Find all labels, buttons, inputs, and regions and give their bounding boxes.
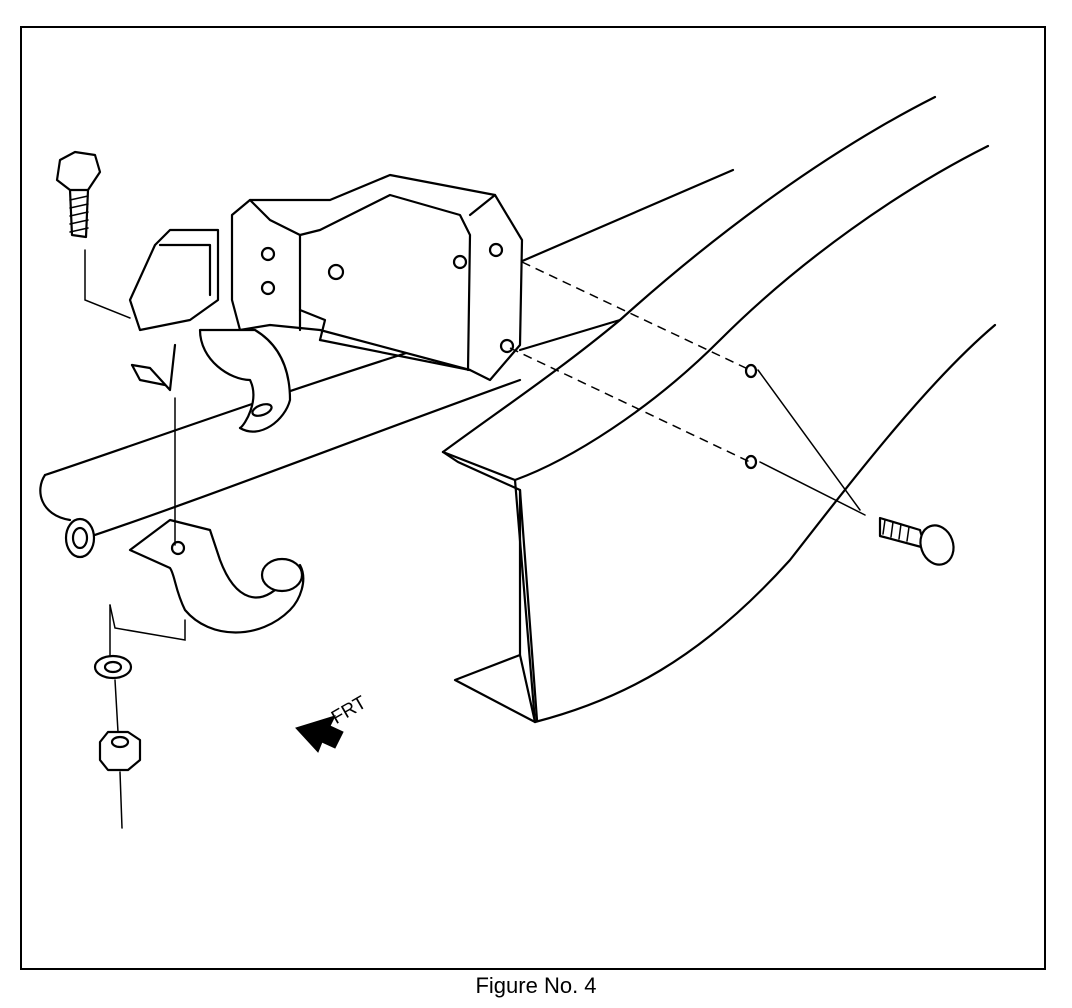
lower-clamp <box>128 518 305 634</box>
upper-bolt <box>55 150 131 319</box>
side-bolt <box>878 516 955 566</box>
lower-centerline <box>109 397 186 829</box>
figure-caption: Figure No. 4 <box>475 973 597 998</box>
figure-frame <box>20 26 1046 970</box>
washer <box>93 654 133 680</box>
bracket-assembly <box>128 173 524 433</box>
nut <box>98 730 142 772</box>
frt-label: FRT <box>328 692 371 729</box>
frt-arrow-icon <box>295 715 344 753</box>
frame-rail <box>441 95 997 724</box>
crossmember <box>518 168 735 352</box>
projection-lines <box>509 261 866 516</box>
